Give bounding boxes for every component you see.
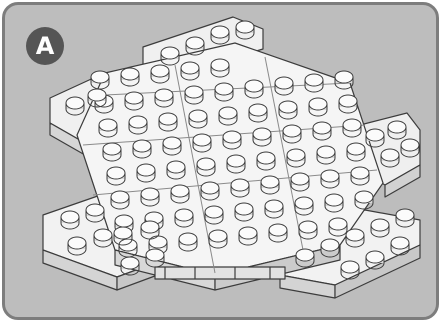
lego-plate-assembly-icon xyxy=(5,5,439,320)
instruction-step-panel: A xyxy=(2,2,439,320)
